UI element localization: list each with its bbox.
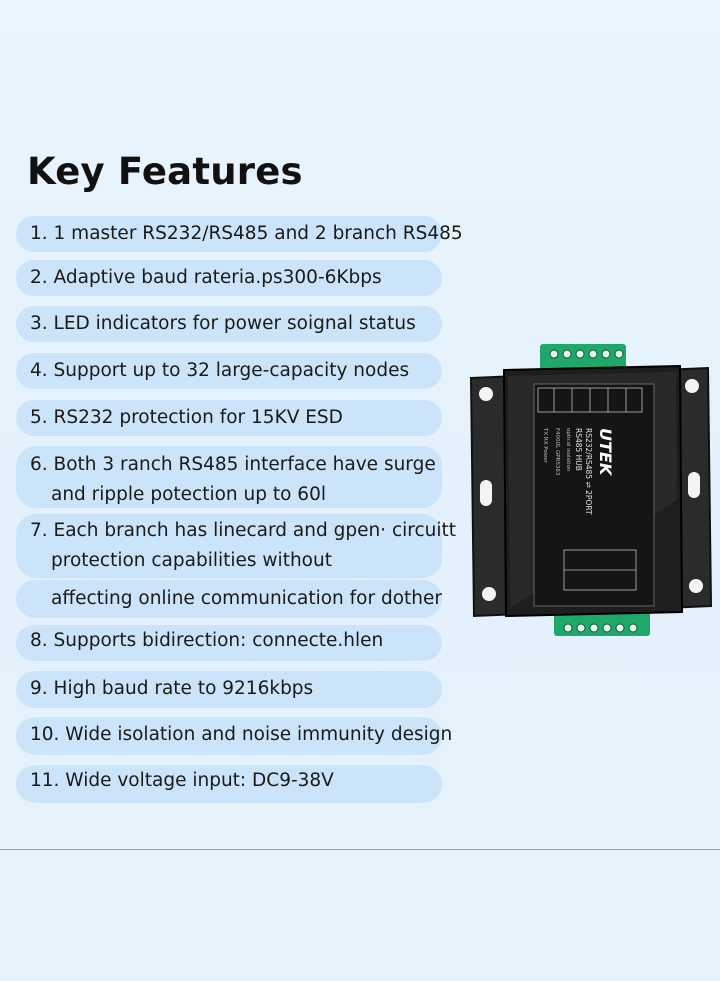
feature-text: affecting online communication for dothe… bbox=[51, 588, 442, 609]
feature-text: 7. Each branch has linecard and gpen· ci… bbox=[30, 520, 456, 541]
feature-item-10: 10. Wide isolation and noise immunity de… bbox=[16, 717, 453, 755]
feature-text: 9. High baud rate to 9216kbps bbox=[30, 678, 314, 699]
feature-item-9: 9. High baud rate to 9216kbps bbox=[16, 671, 442, 708]
feature-text: 6. Both 3 ranch RS485 interface have sur… bbox=[30, 454, 436, 475]
feature-text: 8. Supports bidirection: connecte.hlen bbox=[30, 630, 384, 651]
feature-text: 4. Support up to 32 large-capacity nodes bbox=[30, 360, 410, 381]
feature-text: protection capabilities without bbox=[51, 550, 332, 571]
page-title: Key Features bbox=[27, 150, 303, 193]
feature-item-6: 6. Both 3 ranch RS485 interface have sur… bbox=[16, 446, 442, 508]
feature-item-7: 7. Each branch has linecard and gpen· ci… bbox=[16, 514, 456, 578]
device-model-text: RS232/RS485 ⇌ 2PORT bbox=[584, 428, 593, 515]
device-led-labels: TX RX Power bbox=[542, 427, 548, 464]
mount-slot bbox=[480, 480, 492, 506]
device-brand-logo: UTEK bbox=[596, 428, 615, 477]
mount-hole bbox=[689, 579, 703, 593]
mount-hole bbox=[479, 387, 493, 401]
device-model-text: RS485 HUB bbox=[574, 428, 583, 471]
device-label-panel bbox=[533, 383, 655, 607]
divider-line bbox=[0, 849, 720, 850]
feature-text: 1. 1 master RS232/RS485 and 2 branch RS4… bbox=[30, 223, 463, 244]
rs485-hub-device-image: UTEK RS232/RS485 ⇌ 2PORT RS485 HUB optic… bbox=[469, 344, 713, 636]
feature-item-5: 5. RS232 protection for 15KV ESD bbox=[16, 400, 442, 436]
feature-item-8: 8. Supports bidirection: connecte.hlen bbox=[16, 625, 442, 661]
feature-text: 2. Adaptive baud rateria.ps300-6Kbps bbox=[30, 267, 382, 288]
feature-item-7-continued: affecting online communication for dothe… bbox=[16, 580, 442, 618]
mount-hole bbox=[685, 379, 699, 393]
feature-text: and ripple potection up to 60l bbox=[51, 484, 326, 505]
device-model-text: optical isolation bbox=[565, 428, 571, 472]
feature-item-4: 4. Support up to 32 large-capacity nodes bbox=[16, 353, 442, 389]
device-model-code: F4000L GPRS363 bbox=[554, 428, 560, 476]
feature-item-2: 2. Adaptive baud rateria.ps300-6Kbps bbox=[16, 260, 442, 296]
feature-text: 11. Wide voltage input: DC9-38V bbox=[30, 770, 334, 791]
feature-item-3: 3. LED indicators for power soignal stat… bbox=[16, 306, 442, 342]
feature-text: 10. Wide isolation and noise immunity de… bbox=[30, 724, 453, 745]
feature-text: 5. RS232 protection for 15KV ESD bbox=[30, 407, 343, 428]
feature-item-1: 1. 1 master RS232/RS485 and 2 branch RS4… bbox=[16, 216, 463, 252]
mount-hole bbox=[482, 587, 496, 601]
feature-text: 3. LED indicators for power soignal stat… bbox=[30, 313, 416, 334]
feature-item-11: 11. Wide voltage input: DC9-38V bbox=[16, 765, 442, 803]
mount-slot bbox=[688, 472, 700, 498]
